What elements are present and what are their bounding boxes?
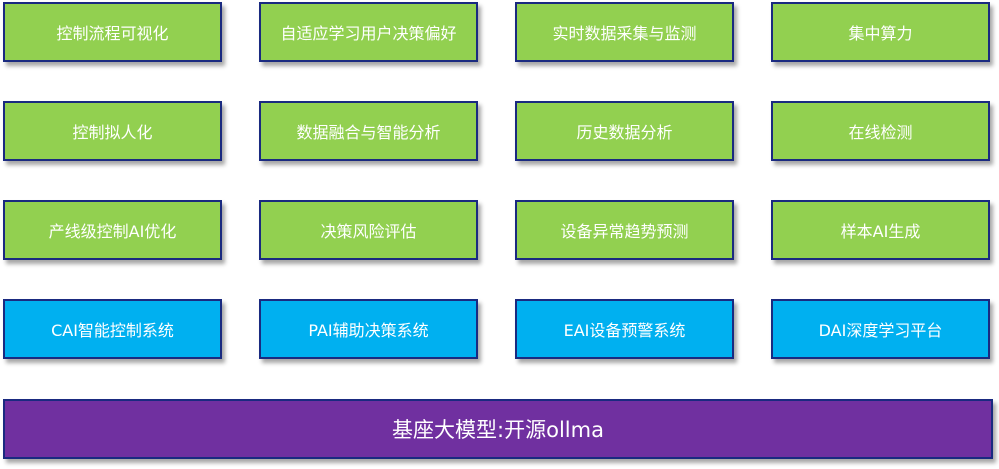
feature-box: 自适应学习用户决策偏好 (259, 2, 478, 62)
system-box: CAI智能控制系统 (3, 299, 222, 359)
feature-box: 控制拟人化 (3, 101, 222, 161)
feature-box: 数据融合与智能分析 (259, 101, 478, 161)
feature-box: 设备异常趋势预测 (515, 200, 734, 260)
feature-box: 控制流程可视化 (3, 2, 222, 62)
base-model-box: 基座大模型:开源ollma (3, 399, 993, 459)
system-box: PAI辅助决策系统 (259, 299, 478, 359)
feature-box: 产线级控制AI优化 (3, 200, 222, 260)
feature-box: 决策风险评估 (259, 200, 478, 260)
feature-box: 集中算力 (771, 2, 990, 62)
feature-box: 在线检测 (771, 101, 990, 161)
system-box: DAI深度学习平台 (771, 299, 990, 359)
system-box: EAI设备预警系统 (515, 299, 734, 359)
feature-box: 实时数据采集与监测 (515, 2, 734, 62)
feature-box: 样本AI生成 (771, 200, 990, 260)
feature-box: 历史数据分析 (515, 101, 734, 161)
